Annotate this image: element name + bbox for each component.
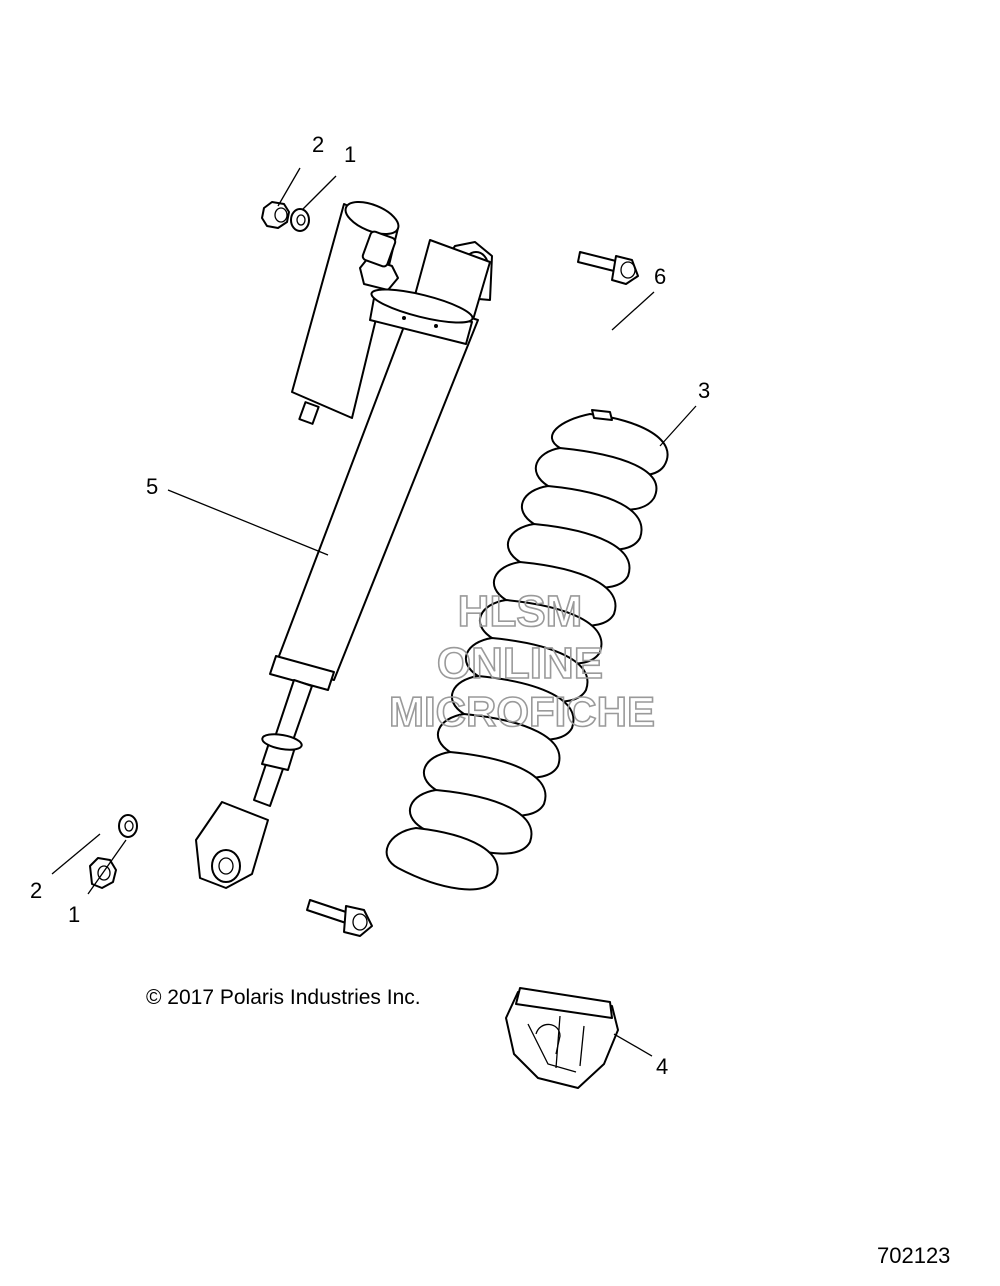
watermark-line-3: MICROFICHE xyxy=(389,688,655,735)
shock-absorber xyxy=(195,201,493,889)
leader-lines xyxy=(51,167,697,1057)
callout-nut-top: 2 xyxy=(312,132,324,157)
callout-nut-bottom: 2 xyxy=(30,878,42,903)
watermark-line-2: ONLINE xyxy=(437,639,603,688)
callout-bolt-top: 6 xyxy=(654,264,666,289)
watermark: HLSM ONLINE MICROFICHE xyxy=(388,586,656,736)
diagram-id: 702123 xyxy=(877,1243,950,1268)
washer-top xyxy=(290,208,310,232)
callout-spring: 3 xyxy=(698,378,710,403)
callout-washer-bottom: 1 xyxy=(68,902,80,927)
callout-washer-top: 1 xyxy=(344,142,356,167)
washer-bottom xyxy=(118,814,138,838)
watermark-line-1: HLSM xyxy=(458,587,583,636)
coil-spring xyxy=(385,409,669,891)
copyright-text: © 2017 Polaris Industries Inc. xyxy=(146,986,421,1009)
flange-nut-top xyxy=(261,201,290,229)
callout-bumper: 4 xyxy=(656,1054,668,1079)
bolt-top xyxy=(577,251,639,285)
bolt-bottom xyxy=(306,899,373,937)
callout-shock: 5 xyxy=(146,474,158,499)
bumper-mount xyxy=(505,987,619,1089)
